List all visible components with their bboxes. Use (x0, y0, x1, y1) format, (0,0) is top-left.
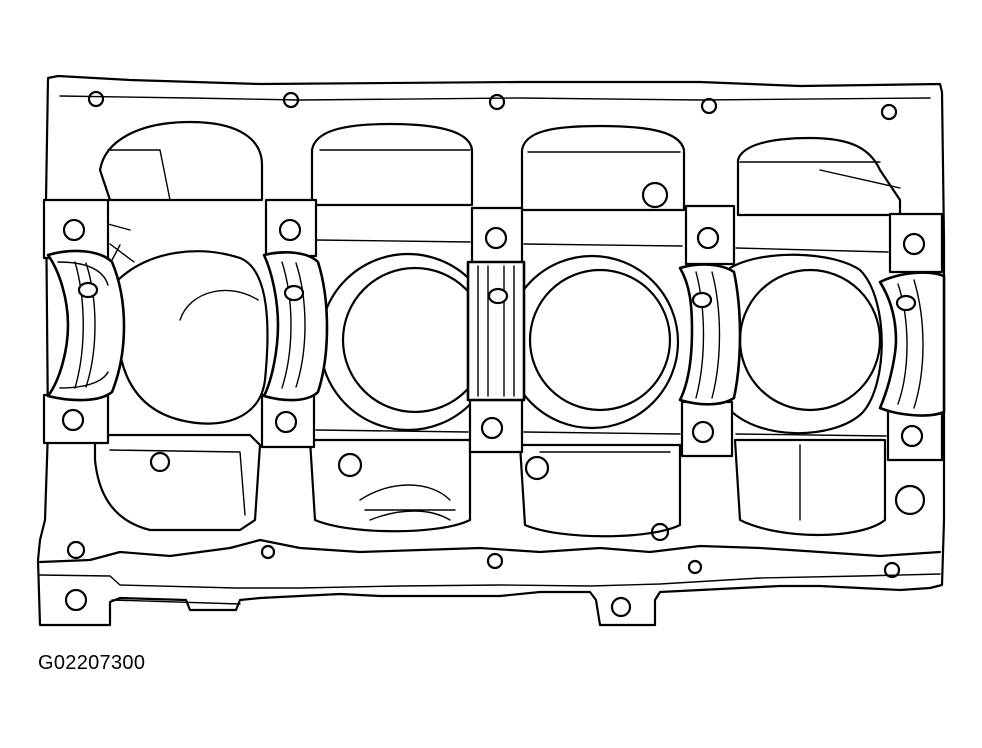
main-bearing-1 (42, 198, 126, 445)
flange-holes (64, 90, 926, 618)
crankcase-bays (98, 120, 902, 217)
main-bearing-4 (678, 204, 742, 458)
lower-cavities (93, 433, 887, 538)
figure-code-label: G02207300 (38, 652, 146, 674)
block-outline (36, 74, 946, 627)
main-bearing-2 (260, 198, 329, 449)
main-bearing-3 (466, 206, 526, 454)
main-bearing-5 (878, 212, 946, 462)
